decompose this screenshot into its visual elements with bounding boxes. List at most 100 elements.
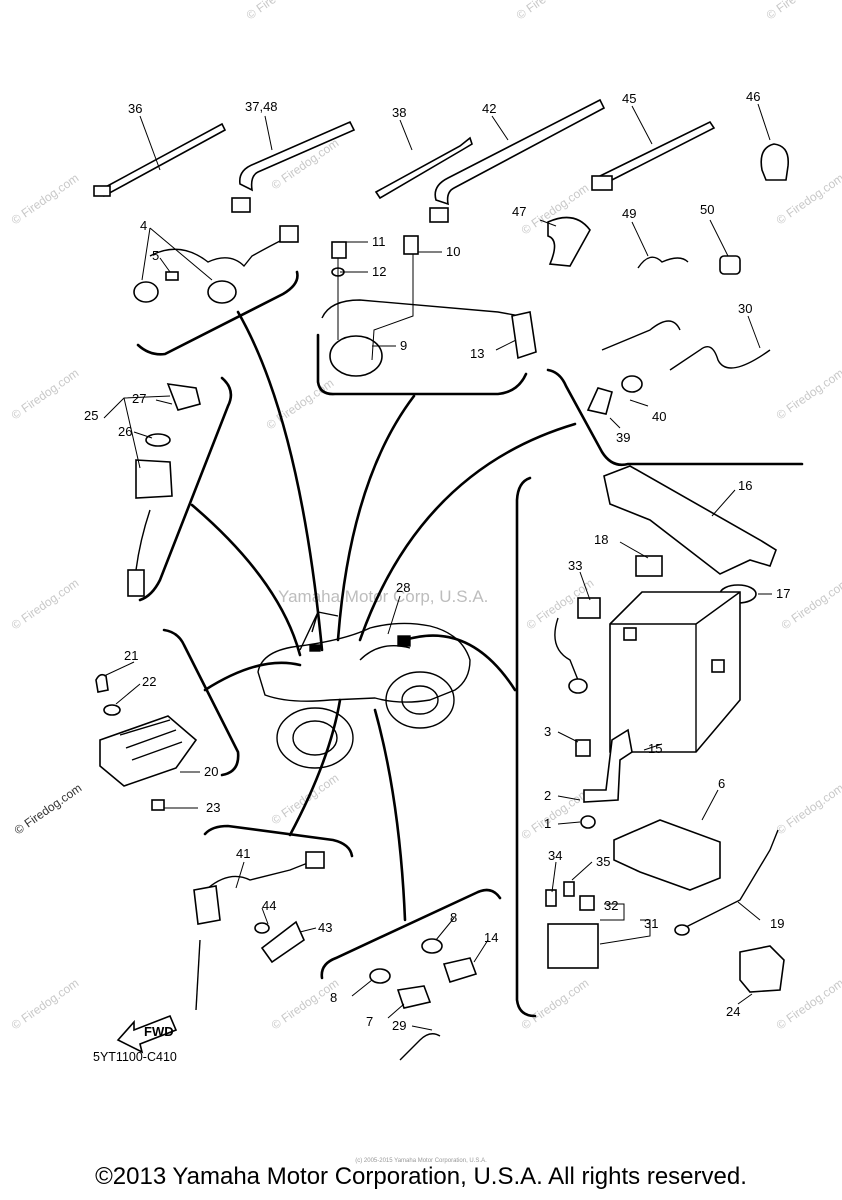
atv-front-wheel <box>276 707 354 769</box>
speed-sensor-41 <box>193 885 221 925</box>
fwd-label: FWD <box>144 1024 174 1039</box>
part-label: 4 <box>140 218 147 233</box>
atv-handlebar <box>299 611 339 651</box>
line-to-regulator <box>203 661 302 692</box>
part-label: 7 <box>366 1014 373 1029</box>
cable-tie-38 <box>374 136 473 200</box>
clamps-group <box>547 216 741 275</box>
battery-cable-19 <box>679 829 779 931</box>
switch-group <box>369 938 478 1061</box>
fuse-32 <box>579 895 595 911</box>
part-label: 15 <box>648 741 662 756</box>
part-label: 36 <box>128 101 142 116</box>
main-switch-25 <box>135 459 173 499</box>
atv-rear-hub <box>401 685 439 715</box>
part-label: 17 <box>776 586 790 601</box>
bolt-21 <box>95 673 109 693</box>
battery-group <box>554 465 777 753</box>
watermark: © Firedog.com <box>519 786 592 843</box>
watermark-dark: © Firedog.com <box>12 781 85 838</box>
sensor-group <box>586 320 771 415</box>
part-label: 13 <box>470 346 484 361</box>
nut-26 <box>145 433 171 447</box>
cable-tie-42-head <box>429 207 449 223</box>
clamp-46 <box>760 143 790 181</box>
part-label: 25 <box>84 408 98 423</box>
bracket-regulator <box>162 628 240 777</box>
bracket-switches <box>320 888 502 980</box>
part-label: 28 <box>396 580 410 595</box>
part-label: 26 <box>118 424 132 439</box>
part-label: 50 <box>700 202 714 217</box>
speed-sensor-spring <box>195 939 201 1011</box>
part-label: 8 <box>450 910 457 925</box>
watermark: © Firedog.com <box>779 576 842 633</box>
wire-clip-49 <box>637 256 689 269</box>
cable-tie-45 <box>598 120 716 186</box>
part-label: 45 <box>622 91 636 106</box>
leader-lines <box>103 103 772 1031</box>
line-to-battery <box>403 634 517 692</box>
watermark: © Firedog.com <box>269 771 342 828</box>
spark-plug-cap-13 <box>511 311 537 360</box>
part-label: 41 <box>236 846 250 861</box>
bolt-34 <box>545 889 557 907</box>
part-label: 21 <box>124 648 138 663</box>
bolt-3 <box>575 739 591 757</box>
ignition-coil-group <box>321 235 537 377</box>
wire-harness-4 <box>149 239 283 268</box>
rubber-cap-right <box>207 280 237 304</box>
part-label: 1 <box>544 816 551 831</box>
atv-illustration <box>257 611 471 769</box>
main-switch-group <box>127 383 201 597</box>
part-label: 27 <box>132 391 146 406</box>
part-label: 2 <box>544 788 551 803</box>
line-to-coil <box>336 394 416 642</box>
cable-tie-37-48-head <box>231 197 251 213</box>
main-switch-connector <box>127 569 145 597</box>
cap-40 <box>621 375 643 393</box>
bracket-battery <box>515 476 537 1018</box>
cable-tie-37-48 <box>238 120 356 192</box>
watermark: © Firedog.com <box>9 976 82 1033</box>
watermark: © Firedog.com <box>514 0 587 22</box>
relay-24 <box>739 945 785 993</box>
spark-plug-lead <box>321 299 521 319</box>
part-label: 44 <box>262 898 276 913</box>
source-line: (c) 2005-2015 Yamaha Motor Corporation, … <box>355 1158 487 1164</box>
battery-lead-33 <box>554 617 579 681</box>
atv-rear-wheel <box>385 671 455 729</box>
regulator-fins <box>119 719 183 761</box>
line-to-switches <box>373 708 407 922</box>
ecu-6 <box>613 819 721 891</box>
holder-18 <box>635 555 663 577</box>
speed-sensor-wire <box>207 859 317 889</box>
bolt-35 <box>563 881 575 897</box>
thermo-switch-39 <box>586 387 613 415</box>
bracket-2 <box>583 728 633 803</box>
switch-14 <box>442 957 478 983</box>
bracket-top-left <box>136 270 299 356</box>
fuse-5 <box>165 271 179 281</box>
part-label: 5 <box>152 248 159 263</box>
atv-battery-mark <box>397 635 411 647</box>
bolt-10 <box>403 235 419 255</box>
part-label: 43 <box>318 920 332 935</box>
part-label: 32 <box>604 898 618 913</box>
watermark: © Firedog.com <box>244 0 317 22</box>
bolt-11 <box>331 241 347 259</box>
gasket-8-top <box>421 938 443 954</box>
part-label: 14 <box>484 930 498 945</box>
watermark: © Firedog.com <box>774 366 842 423</box>
part-label: 9 <box>400 338 407 353</box>
part-label: 11 <box>372 234 386 249</box>
watermark: © Firedog.com <box>519 976 592 1033</box>
bracket-speed-sensor <box>203 824 354 858</box>
battery-edges <box>610 591 741 752</box>
part-label: 49 <box>622 206 636 221</box>
lead-33-terminal <box>568 678 588 694</box>
part-label: 12 <box>372 264 386 279</box>
watermark: © Firedog.com <box>9 576 82 633</box>
part-label: 22 <box>142 674 156 689</box>
part-label: 6 <box>718 776 725 791</box>
